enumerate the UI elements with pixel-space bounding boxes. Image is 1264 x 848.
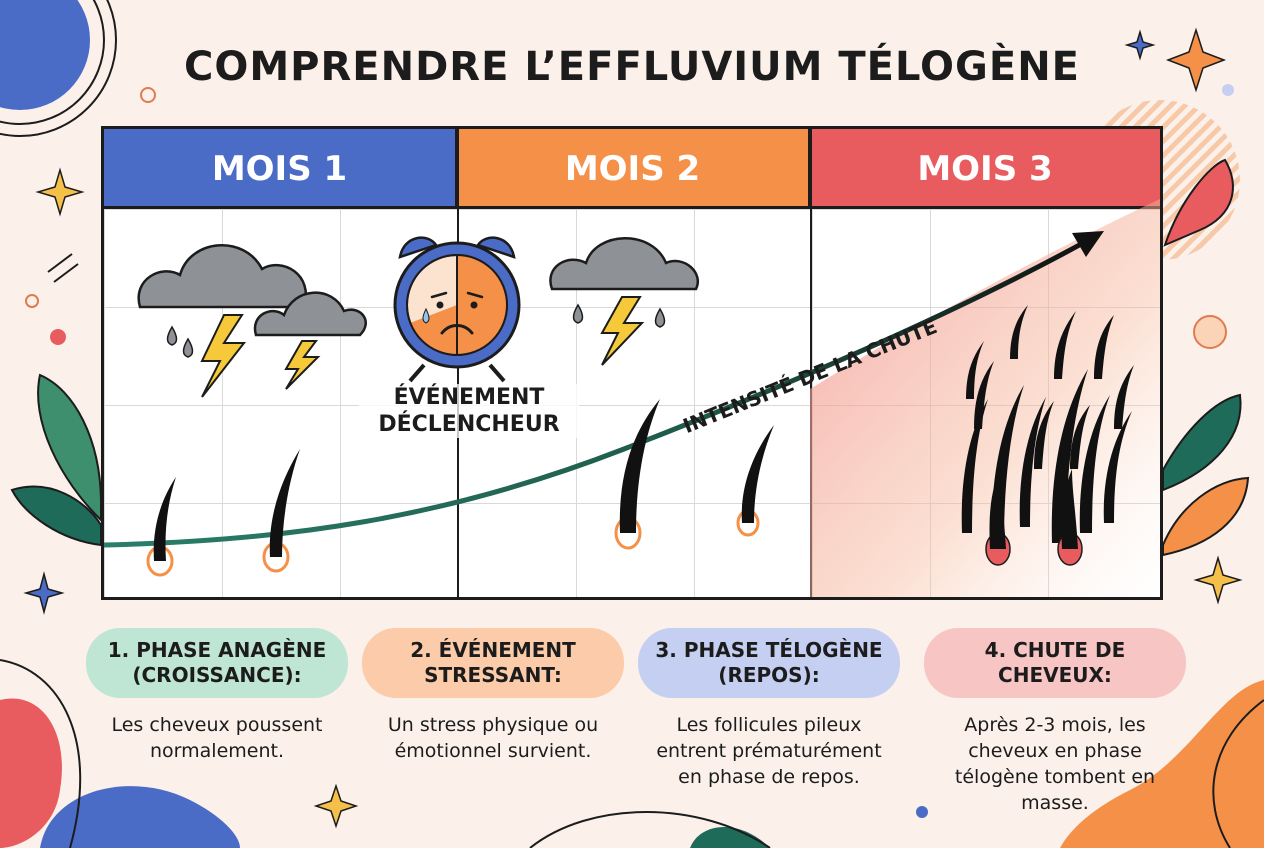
corner-blob-bottom-right	[1060, 680, 1264, 848]
dot-decoration	[916, 806, 928, 818]
timeline-illustration	[104, 199, 1160, 597]
phase-desc-line: en phase de repos.	[678, 766, 860, 788]
phase-title-line2: CHEVEUX:	[998, 663, 1112, 687]
dot-decoration	[140, 87, 156, 103]
dot-decoration	[25, 294, 39, 308]
phase-desc-line: Un stress physique ou	[387, 714, 599, 736]
phase-title-line1: 1. PHASE ANAGÈNE	[107, 638, 327, 662]
hair-root-icon	[985, 469, 1083, 566]
leaf-red-icon	[1163, 158, 1234, 247]
trigger-label-line1: ÉVÉNEMENT	[393, 385, 545, 410]
phase-title-line1: 3. PHASE TÉLOGÈNE	[655, 638, 883, 662]
sparkle-icon	[1193, 555, 1243, 605]
storm-cloud-icon	[137, 244, 308, 398]
sparkle-icon	[313, 783, 359, 829]
falling-hair-icon	[961, 305, 1134, 543]
arrow-head-icon	[1072, 231, 1104, 257]
phase-title: 1. PHASE ANAGÈNE (CROISSANCE):	[86, 628, 348, 698]
phase-card-anagen: 1. PHASE ANAGÈNE (CROISSANCE): Les cheve…	[86, 628, 348, 764]
phase-title-line2: STRESSANT:	[424, 663, 562, 687]
phase-desc-line: Les follicules pileux	[676, 714, 862, 736]
sparkle-icon	[1165, 27, 1227, 93]
phase-desc-line: entrent prématurément	[656, 740, 882, 762]
phase-desc-line: cheveux en phase	[968, 740, 1142, 762]
phase-desc-line: masse.	[1021, 792, 1089, 814]
month-divider	[810, 129, 812, 597]
phase-description: Les follicules pileux entrent prématurém…	[638, 712, 900, 790]
phase-card-hair-loss: 4. CHUTE DE CHEVEUX: Après 2-3 mois, les…	[924, 628, 1186, 816]
hair-follicle-icon	[146, 477, 176, 577]
month-3-header: MOIS 3	[810, 129, 1160, 209]
phase-title-line1: 2. ÉVÉNEMENT	[410, 638, 576, 662]
sparkle-icon	[1124, 29, 1156, 61]
phase-description: Un stress physique ou émotionnel survien…	[362, 712, 624, 764]
storm-cloud-icon	[549, 237, 699, 366]
corner-blob-top-left	[0, 0, 117, 137]
timeline-panel: MOIS 1 MOIS 2 MOIS 3	[101, 126, 1163, 600]
phase-desc-line: Les cheveux poussent	[111, 714, 323, 736]
phase-title-line2: (CROISSANCE):	[132, 663, 302, 687]
phase-title: 4. CHUTE DE CHEVEUX:	[924, 628, 1186, 698]
phase-desc-line: émotionnel survient.	[394, 740, 592, 762]
phase-title: 2. ÉVÉNEMENT STRESSANT:	[362, 628, 624, 698]
hair-follicle-icon	[262, 449, 300, 573]
leaf-right-icon	[1162, 393, 1250, 557]
phase-title-line1: 4. CHUTE DE	[984, 638, 1126, 662]
intensity-curve	[104, 234, 1097, 548]
phase-title-line2: (REPOS):	[718, 663, 820, 687]
trigger-label-line2: DÉCLENCHEUR	[378, 412, 560, 437]
trigger-event-label: ÉVÉNEMENT DÉCLENCHEUR	[359, 384, 579, 438]
hair-follicle-icon	[736, 425, 774, 537]
phase-description: Après 2-3 mois, les cheveux en phase tél…	[924, 712, 1186, 816]
month-2-header: MOIS 2	[457, 129, 810, 209]
dot-decoration	[1222, 84, 1234, 96]
phase-card-telogen: 3. PHASE TÉLOGÈNE (REPOS): Les follicule…	[638, 628, 900, 790]
storm-cloud-icon	[253, 291, 367, 390]
phase-desc-line: normalement.	[150, 740, 284, 762]
phase-title: 3. PHASE TÉLOGÈNE (REPOS):	[638, 628, 900, 698]
dot-decoration	[50, 329, 66, 345]
corner-blob-bottom-left	[0, 659, 240, 848]
sparkle-icon	[35, 167, 85, 217]
phase-desc-line: télogène tombent en	[954, 766, 1156, 788]
page-title: COMPRENDRE L’EFFLUVIUM TÉLOGÈNE	[183, 44, 1081, 90]
dot-decoration	[1193, 315, 1227, 349]
sparkle-icon	[23, 571, 65, 615]
phase-desc-line: Après 2-3 mois, les	[964, 714, 1146, 736]
hair-follicle-icon	[614, 399, 660, 550]
phase-description: Les cheveux poussent normalement.	[86, 712, 348, 764]
alarm-clock-icon	[393, 236, 521, 383]
leaf-green-left-icon	[10, 373, 102, 547]
month-1-header: MOIS 1	[104, 129, 457, 209]
phase-card-stress-event: 2. ÉVÉNEMENT STRESSANT: Un stress physiq…	[362, 628, 624, 764]
